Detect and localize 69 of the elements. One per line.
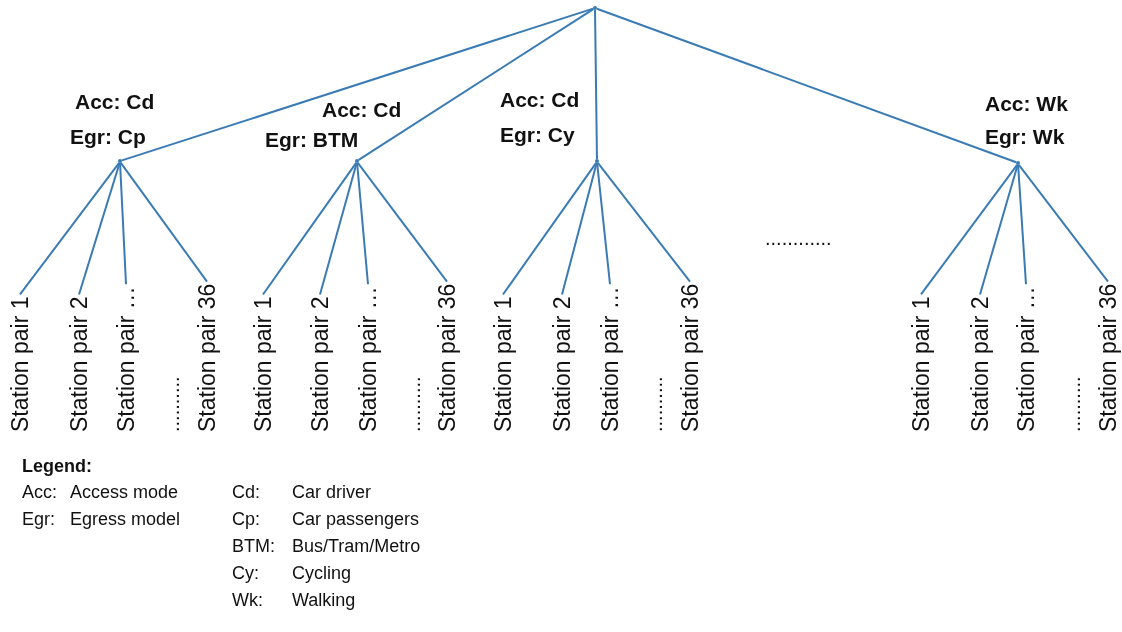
- ellipsis-dots: ..........: [160, 376, 184, 432]
- mode-label: Egr: Wk: [985, 125, 1065, 149]
- legend-description: Access mode: [70, 482, 179, 504]
- legend-abbreviation: Acc:: [22, 482, 57, 504]
- legend-description: Cycling: [292, 563, 352, 585]
- tree-line: [119, 161, 208, 283]
- mode-label: Acc: Wk: [985, 92, 1068, 116]
- ellipsis-dots: ............: [765, 226, 832, 250]
- tree-line: [78, 161, 121, 296]
- leaf-label: Station pair …: [354, 286, 382, 432]
- legend-abbreviation: Cd:: [232, 482, 260, 504]
- ellipsis-dots: ..........: [1061, 376, 1085, 432]
- leaf-label: Station pair …: [112, 286, 140, 432]
- tree-line: [596, 161, 691, 283]
- tree-line: [979, 163, 1019, 296]
- mode-label: Egr: BTM: [265, 128, 359, 152]
- legend-title: Legend:: [22, 456, 92, 478]
- tree-line: [1017, 164, 1027, 286]
- leaf-label: Station pair 1: [907, 296, 935, 432]
- tree-line: [596, 162, 611, 286]
- tree-line: [356, 162, 369, 286]
- tree-line: [319, 161, 358, 296]
- leaf-label: Station pair 36: [676, 283, 704, 432]
- junction-dot: [1016, 161, 1020, 165]
- legend-abbreviation: Cp:: [232, 509, 260, 531]
- tree-line: [119, 162, 127, 286]
- tree-line: [357, 8, 595, 161]
- legend-description: Egress model: [70, 509, 181, 531]
- leaf-label: Station pair 36: [1094, 283, 1122, 432]
- leaf-label: Station pair 1: [6, 296, 34, 432]
- tree-line: [561, 161, 598, 296]
- mode-label: Acc: Cd: [75, 90, 155, 114]
- leaf-label: Station pair 2: [966, 296, 994, 432]
- tree-line: [356, 161, 448, 283]
- mode-label: Egr: Cy: [500, 123, 575, 147]
- leaf-label: Station pair 1: [489, 296, 517, 432]
- leaf-label: Station pair 36: [433, 283, 461, 432]
- junction-dot: [355, 159, 359, 163]
- leaf-label: Station pair 36: [193, 283, 221, 432]
- legend-abbreviation: BTM:: [232, 536, 275, 558]
- tree-line: [920, 163, 1019, 296]
- junction-dot: [593, 6, 597, 10]
- tree-line: [595, 7, 1018, 164]
- tree-line: [502, 161, 598, 296]
- ellipsis-dots: ..........: [643, 376, 667, 432]
- tree-line: [120, 7, 595, 162]
- leaf-label: Station pair …: [1012, 286, 1040, 432]
- legend-description: Car driver: [292, 482, 371, 504]
- ellipsis-dots: ..........: [401, 376, 425, 432]
- mode-label: Acc: Cd: [322, 98, 402, 122]
- tree-line: [594, 9, 598, 160]
- legend-description: Car passengers: [292, 509, 420, 531]
- tree-line: [262, 161, 358, 296]
- mode-label: Acc: Cd: [500, 88, 580, 112]
- junction-dot: [595, 159, 599, 163]
- junction-dot: [118, 159, 122, 163]
- leaf-label: Station pair 2: [548, 296, 576, 432]
- leaf-label: Station pair 2: [306, 296, 334, 432]
- legend-description: Walking: [292, 590, 356, 612]
- tree-line: [1017, 163, 1109, 283]
- legend-description: Bus/Tram/Metro: [292, 536, 421, 558]
- legend-abbreviation: Wk:: [232, 590, 263, 612]
- tree-line: [19, 161, 121, 296]
- legend-abbreviation: Cy:: [232, 563, 259, 585]
- mode-label: Egr: Cp: [70, 125, 146, 149]
- leaf-label: Station pair 2: [65, 296, 93, 432]
- legend-abbreviation: Egr:: [22, 509, 55, 531]
- leaf-label: Station pair …: [596, 286, 624, 432]
- leaf-label: Station pair 1: [249, 296, 277, 432]
